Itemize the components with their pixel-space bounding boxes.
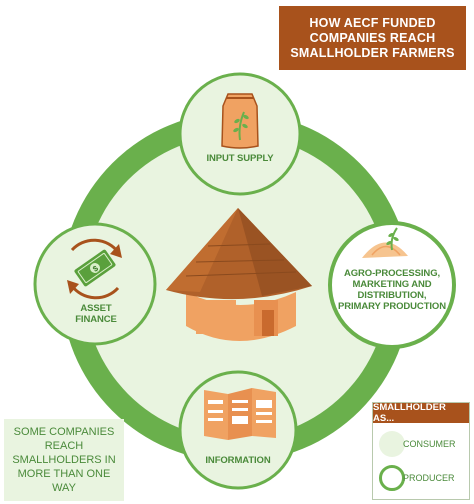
leaflet-icon xyxy=(204,388,276,440)
agro-processing-node xyxy=(328,221,456,349)
title-banner: HOW AECF FUNDED COMPANIES REACH SMALLHOL… xyxy=(279,6,466,70)
legend-item-producer: PRODUCER xyxy=(379,465,465,493)
note-box: SOME COMPANIES REACH SMALLHOLDERS IN MOR… xyxy=(4,419,124,501)
asset-finance-node xyxy=(33,222,157,346)
grain-pile-icon xyxy=(362,227,408,258)
legend-item-consumer: CONSUMER xyxy=(379,431,465,459)
sack-icon xyxy=(221,93,259,149)
asset-finance-label: ASSET FINANCE xyxy=(75,303,117,325)
producer-swatch xyxy=(379,465,405,491)
money-icon: $ xyxy=(67,238,122,300)
legend-heading: SMALLHOLDER AS... xyxy=(373,402,469,424)
producer-label: PRODUCER xyxy=(403,473,455,483)
consumer-label: CONSUMER xyxy=(403,439,456,449)
legend: SMALLHOLDER AS... CONSUMER PRODUCER xyxy=(372,402,470,500)
input-supply-label: INPUT SUPPLY xyxy=(206,153,274,164)
consumer-swatch xyxy=(379,431,405,457)
agro-processing-label: AGRO-PROCESSING, MARKETING AND DISTRIBUT… xyxy=(338,268,446,312)
svg-text:$: $ xyxy=(91,264,100,274)
information-label: INFORMATION xyxy=(205,455,271,466)
hut-icon xyxy=(166,208,312,341)
